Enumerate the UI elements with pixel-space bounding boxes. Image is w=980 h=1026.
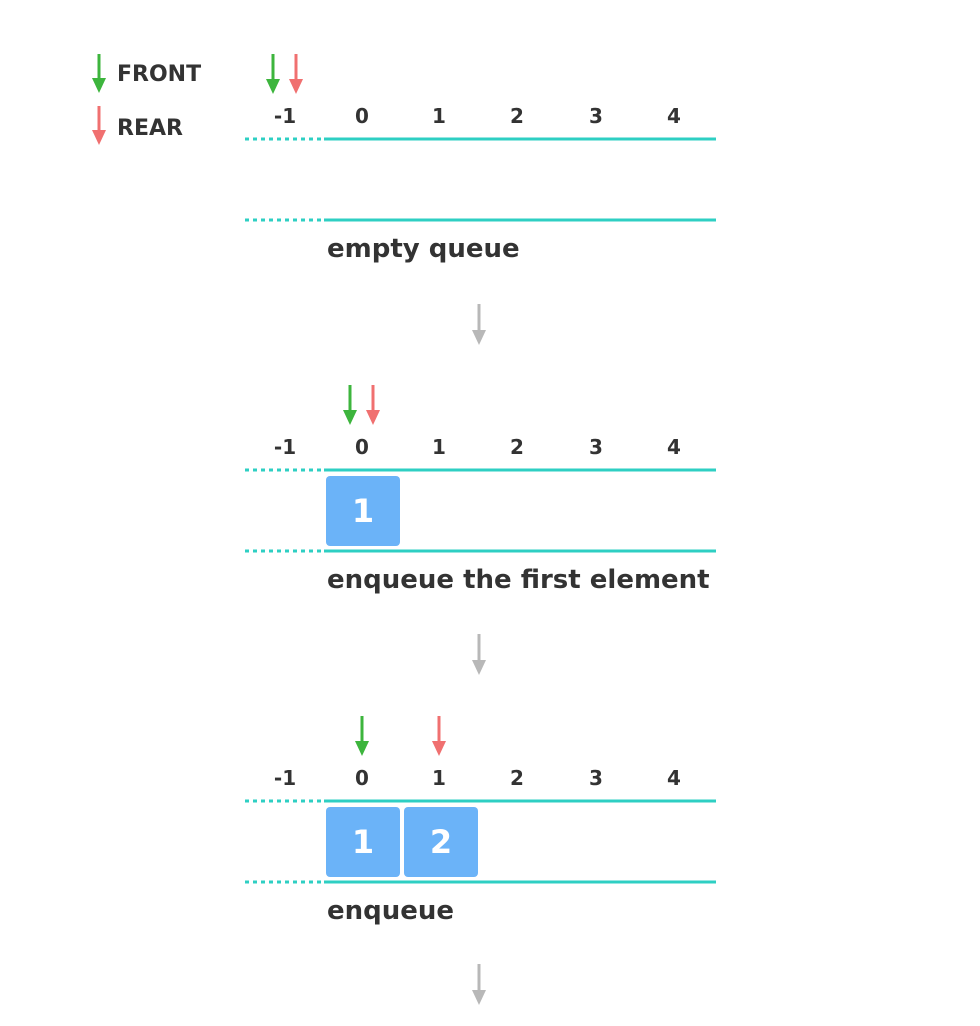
- flow-down-arrow-icon: [472, 304, 486, 345]
- queue-cell: 1: [326, 807, 400, 877]
- queue-cell: 2: [404, 807, 478, 877]
- index-label-2: 2: [510, 104, 524, 128]
- index-label-4: 4: [667, 104, 681, 128]
- index-label-3: 3: [589, 435, 603, 459]
- index-label-1: 1: [432, 104, 446, 128]
- index-label-0: 0: [355, 435, 369, 459]
- rear-pointer-arrow-icon: [366, 385, 380, 425]
- index-label--1: -1: [273, 766, 297, 790]
- front-pointer-arrow-icon: [343, 385, 357, 425]
- index-label-2: 2: [510, 766, 524, 790]
- front-legend-arrow-icon: [92, 54, 106, 93]
- rear-pointer-arrow-icon: [432, 716, 446, 756]
- flow-down-arrow-icon: [472, 634, 486, 675]
- queue-cell: 1: [326, 476, 400, 546]
- index-label-0: 0: [355, 104, 369, 128]
- index-label--1: -1: [273, 104, 297, 128]
- front-pointer-arrow-icon: [266, 54, 280, 94]
- index-label-3: 3: [589, 104, 603, 128]
- rear-pointer-arrow-icon: [289, 54, 303, 94]
- legend-rear-label: REAR: [117, 116, 183, 141]
- state-caption: enqueue the first element: [327, 565, 710, 595]
- index-label-1: 1: [432, 766, 446, 790]
- index-label--1: -1: [273, 435, 297, 459]
- index-label-0: 0: [355, 766, 369, 790]
- rear-legend-arrow-icon: [92, 106, 106, 145]
- front-pointer-arrow-icon: [355, 716, 369, 756]
- index-label-2: 2: [510, 435, 524, 459]
- index-label-4: 4: [667, 766, 681, 790]
- legend-front-label: FRONT: [117, 62, 202, 87]
- index-label-4: 4: [667, 435, 681, 459]
- index-label-3: 3: [589, 766, 603, 790]
- index-label-1: 1: [432, 435, 446, 459]
- state-caption: enqueue: [327, 896, 455, 926]
- flow-down-arrow-icon: [472, 964, 486, 1005]
- state-caption: empty queue: [327, 234, 520, 264]
